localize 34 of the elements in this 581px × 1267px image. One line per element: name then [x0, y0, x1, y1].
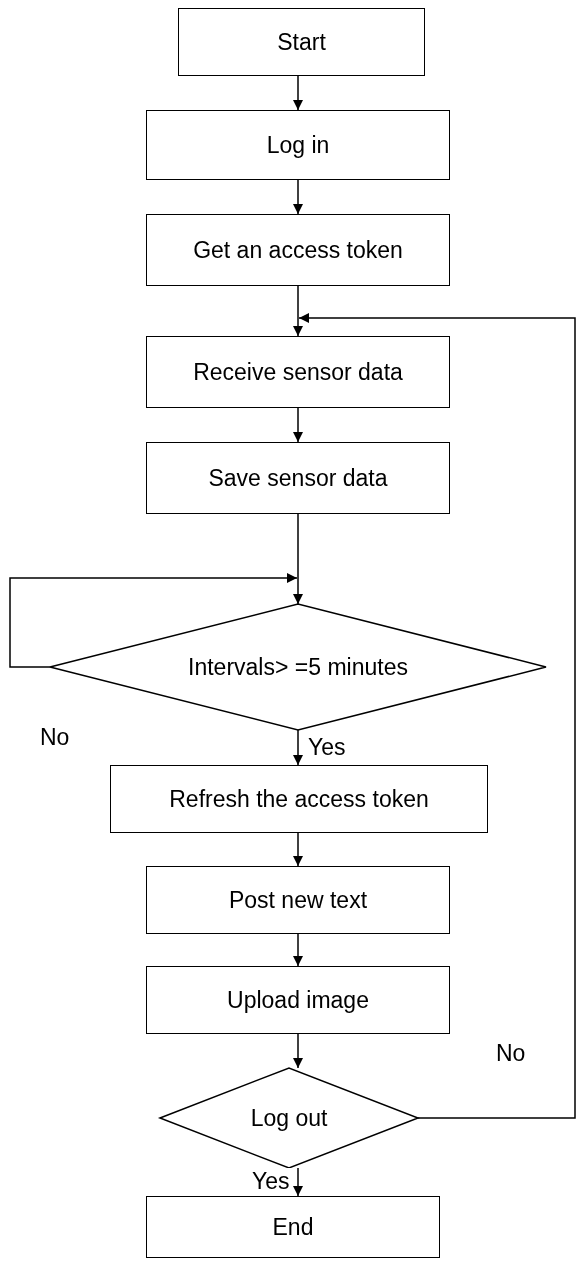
node-text: Get an access token [193, 236, 403, 264]
node-text: Start [277, 28, 326, 56]
arrow [293, 179, 303, 215]
arrow [293, 729, 303, 766]
node-text: Upload image [227, 986, 369, 1014]
arrow [9, 573, 298, 668]
node-text: Receive sensor data [193, 358, 403, 386]
arrow [293, 513, 303, 605]
arrow [293, 1033, 303, 1069]
node-text: End [272, 1213, 314, 1241]
process-box [146, 442, 450, 514]
node-text: Intervals> =5 minutes [188, 653, 408, 681]
decision-diamond [50, 604, 546, 730]
node-text: Log in [266, 131, 330, 159]
process-box [146, 110, 450, 180]
node-text: Log out [250, 1104, 328, 1132]
process-box [146, 866, 450, 934]
process-box [146, 336, 450, 408]
arrow [298, 313, 576, 1119]
process-box [146, 966, 450, 1034]
process-box [146, 214, 450, 286]
arrow [293, 407, 303, 443]
arrow [293, 1167, 303, 1197]
process-box [110, 765, 488, 833]
decision-diamond [160, 1068, 418, 1168]
node-text: Save sensor data [208, 464, 388, 492]
arrow [293, 933, 303, 967]
arrow [293, 832, 303, 867]
process-box [146, 1196, 440, 1258]
process-box [178, 8, 425, 76]
arrow [293, 75, 303, 111]
node-text: Refresh the access token [169, 785, 429, 813]
arrow [293, 285, 303, 337]
node-text: Post new text [228, 886, 368, 914]
